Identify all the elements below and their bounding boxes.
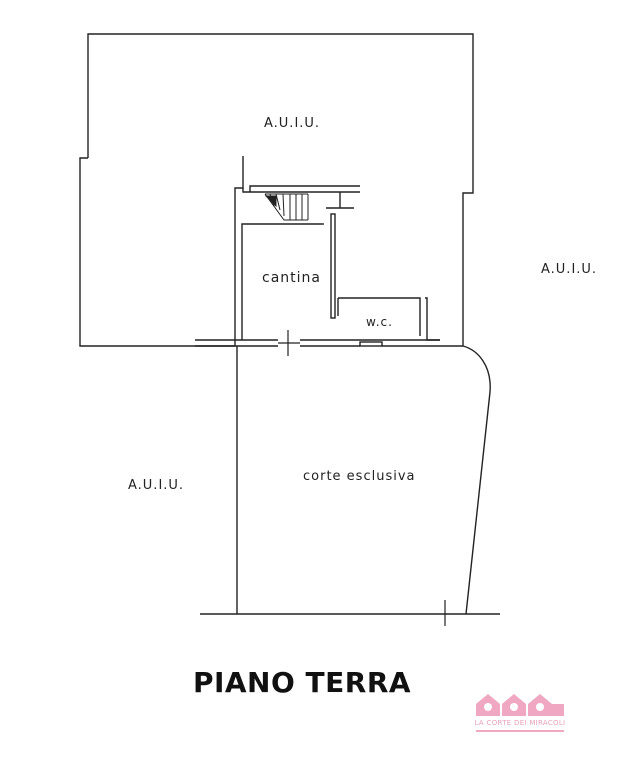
- label-auiu-top: A.U.I.U.: [264, 116, 321, 131]
- label-wc: w.c.: [366, 315, 393, 329]
- outer-building-walls: [79, 33, 500, 615]
- page-title: PIANO TERRA: [192, 666, 412, 699]
- brand-logo-text: LA CORTE DEI MIRACOLI: [474, 719, 566, 727]
- boundary-ticks: [278, 330, 446, 626]
- label-auiu-left: A.U.I.U.: [128, 478, 185, 493]
- label-auiu-right: A.U.I.U.: [541, 262, 598, 277]
- brand-logo: [476, 694, 564, 732]
- label-cantina: cantina: [262, 270, 321, 286]
- stairs: [264, 193, 309, 221]
- label-corte-esclusiva: corte esclusiva: [303, 469, 416, 484]
